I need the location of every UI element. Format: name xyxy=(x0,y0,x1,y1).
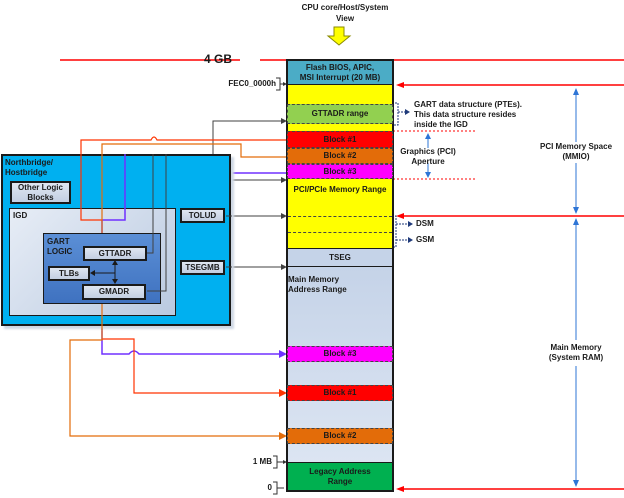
segment-low-block1[interactable]: Block #1 xyxy=(287,385,393,401)
tlbs-block[interactable]: TLBs xyxy=(48,266,90,281)
segment-gttadr-range[interactable]: GTTADR range xyxy=(287,104,393,124)
segment-low-block2[interactable]: Block #2 xyxy=(287,428,393,444)
gart-note-line3: inside the IGD xyxy=(414,120,468,129)
tolud-register[interactable]: TOLUD xyxy=(180,208,225,223)
main-line2: Address Range xyxy=(288,285,347,294)
segment-tseg[interactable]: TSEG xyxy=(288,248,392,267)
northbridge-title-line1: Northbridge/ xyxy=(5,158,53,167)
flash-line1: Flash BIOS, APIC, xyxy=(305,62,375,72)
gsm-divider xyxy=(288,232,392,233)
gmadr-block1-bottom-connector xyxy=(102,338,280,394)
northbridge-title-line2: Hostbridge xyxy=(5,168,48,177)
pci-space-line1: PCI Memory Space xyxy=(530,142,622,152)
one-mb-label: 1 MB xyxy=(252,457,272,466)
flash-line2: MSI Interrupt (20 MB) xyxy=(299,72,381,82)
gsm-label: GSM xyxy=(416,235,435,244)
zero-label: 0 xyxy=(267,483,272,492)
main-mem-line1: Main Memory xyxy=(536,343,616,353)
aperture-line1: Graphics (PCI) xyxy=(400,147,456,156)
gttadr-register[interactable]: GTTADR xyxy=(83,246,147,261)
gart-logic-line1: GART xyxy=(47,237,70,246)
segment-block3[interactable]: Block #3 xyxy=(287,164,393,179)
tsegmb-register[interactable]: TSEGMB xyxy=(180,260,225,275)
other-logic-blocks[interactable]: Other Logic Blocks xyxy=(10,181,71,204)
segment-legacy[interactable]: Legacy Address Range xyxy=(288,462,392,490)
legacy-line2: Range xyxy=(327,476,353,486)
title-line2: View xyxy=(335,14,355,23)
gmadr-block1-top-connector xyxy=(80,136,287,221)
title-line1: CPU core/Host/System xyxy=(301,3,389,12)
gart-logic-line2: LOGIC xyxy=(47,247,73,256)
gmadr-register[interactable]: GMADR xyxy=(82,284,146,300)
four-gb-label: 4 GB xyxy=(204,52,233,66)
dsm-label: DSM xyxy=(416,219,434,228)
pci-range-label: PCI/PCIe Memory Range xyxy=(293,185,387,194)
segment-block2[interactable]: Block #2 xyxy=(287,148,393,164)
aperture-line2: Aperture xyxy=(411,157,445,166)
other-line1: Other Logic xyxy=(18,182,63,192)
igd-label: IGD xyxy=(13,211,28,220)
other-line2: Blocks xyxy=(27,192,54,202)
gart-note-line1: GART data structure (PTEs). xyxy=(414,100,523,109)
pci-space-line2: (MMIO) xyxy=(530,152,622,162)
segment-block1[interactable]: Block #1 xyxy=(287,131,393,148)
gart-note-line2: This data structure resides xyxy=(414,110,517,119)
dsm-divider xyxy=(288,216,392,217)
gmadr-block3-bottom-connector xyxy=(101,303,280,355)
segment-flash-bios[interactable]: Flash BIOS, APIC, MSI Interrupt (20 MB) xyxy=(288,61,392,85)
main-line1: Main Memory xyxy=(288,275,340,284)
main-mem-line2: (System RAM) xyxy=(536,353,616,363)
fec0-label: FEC0_0000h xyxy=(228,79,276,88)
legacy-line1: Legacy Address xyxy=(309,466,371,476)
segment-low-block3[interactable]: Block #3 xyxy=(287,346,393,362)
down-arrow-icon xyxy=(326,26,352,46)
